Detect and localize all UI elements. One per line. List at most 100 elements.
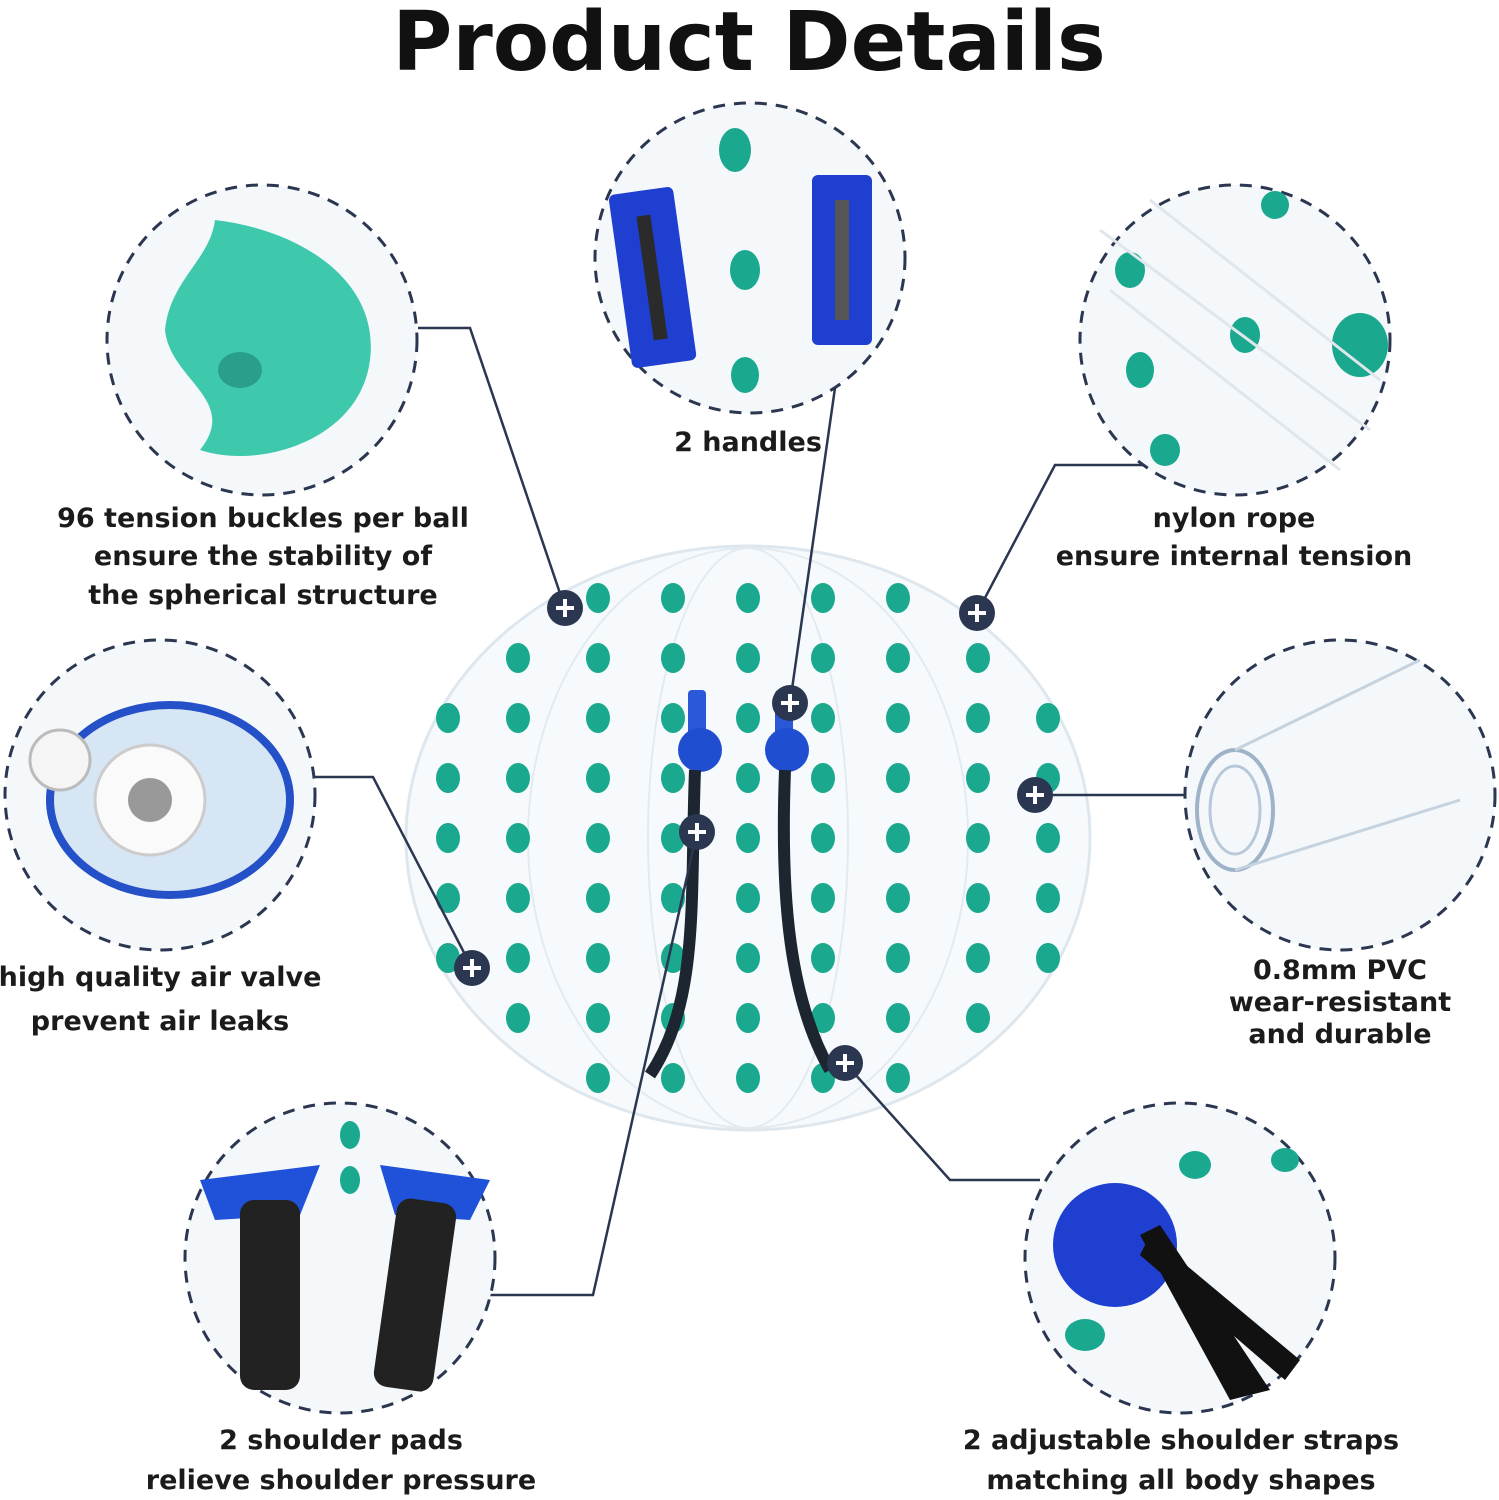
- buckle-dot: [436, 823, 460, 853]
- buckle-dot: [886, 763, 910, 793]
- buckle-dot: [661, 703, 685, 733]
- svg-text:nylon rope: nylon rope: [1153, 503, 1316, 534]
- buckle-dot: [811, 823, 835, 853]
- buckle-dot: [1036, 823, 1060, 853]
- buckle-dot: [736, 943, 760, 973]
- bubble-ball-image: [404, 544, 1092, 1132]
- leader-line: [788, 387, 837, 704]
- label-handles: 2 handles: [674, 427, 822, 458]
- buckle-dot: [886, 1063, 910, 1093]
- buckle-dot: [886, 823, 910, 853]
- buckle-dot: [506, 703, 530, 733]
- detail-circle-nylon-rope: [1078, 183, 1392, 497]
- buckle-dot: [436, 943, 460, 973]
- detail-circle-shoulder-pads: [183, 1101, 497, 1415]
- buckle-dot: [586, 643, 610, 673]
- buckle-dot: [811, 943, 835, 973]
- label-air-valve: high quality air valve prevent air leaks: [0, 962, 321, 1037]
- buckle-dot: [811, 583, 835, 613]
- buckle-dot: [811, 643, 835, 673]
- buckle-dot: [811, 763, 835, 793]
- buckle-dot: [966, 643, 990, 673]
- buckle-dot: [436, 883, 460, 913]
- buckle-dot: [586, 1003, 610, 1033]
- buckle-dot: [736, 703, 760, 733]
- svg-text:prevent air leaks: prevent air leaks: [31, 1006, 289, 1037]
- buckle-dot: [736, 883, 760, 913]
- buckle-dot: [1036, 943, 1060, 973]
- buckle-dot: [1036, 703, 1060, 733]
- buckle-dot: [506, 943, 530, 973]
- svg-text:ensure internal tension: ensure internal tension: [1056, 541, 1413, 572]
- label-tension-buckles: 96 tension buckles per ball ensure the s…: [57, 503, 469, 611]
- label-nylon-rope: nylon rope ensure internal tension: [1056, 503, 1413, 572]
- buckle-dot: [966, 763, 990, 793]
- svg-text:96 tension buckles per ball: 96 tension buckles per ball: [57, 503, 469, 534]
- buckle-dot: [436, 763, 460, 793]
- buckle-dot: [586, 943, 610, 973]
- svg-text:matching all body shapes: matching all body shapes: [986, 1465, 1375, 1496]
- leader-line: [315, 775, 474, 969]
- buckle-dot: [506, 1003, 530, 1033]
- svg-text:ensure the stability of: ensure the stability of: [94, 541, 432, 572]
- buckle-dot: [586, 883, 610, 913]
- label-shoulder-straps: 2 adjustable shoulder straps matching al…: [963, 1425, 1399, 1496]
- buckle-dot: [736, 1063, 760, 1093]
- buckle-dot: [886, 643, 910, 673]
- buckle-dot: [661, 643, 685, 673]
- buckle-dot: [586, 703, 610, 733]
- buckle-dot: [811, 883, 835, 913]
- buckle-dot: [736, 1003, 760, 1033]
- detail-circle-shoulder-straps: [1023, 1101, 1337, 1415]
- buckle-dot: [736, 643, 760, 673]
- buckle-dot: [1036, 883, 1060, 913]
- plus-marker-icon: [1017, 777, 1053, 813]
- svg-text:2 adjustable shoulder straps: 2 adjustable shoulder straps: [963, 1425, 1399, 1456]
- svg-text:high quality air valve: high quality air valve: [0, 962, 321, 993]
- buckle-dot: [661, 823, 685, 853]
- svg-text:relieve shoulder pressure: relieve shoulder pressure: [146, 1465, 536, 1496]
- buckle-dot: [506, 763, 530, 793]
- svg-text:the spherical structure: the spherical structure: [88, 580, 438, 611]
- buckle-dot: [436, 703, 460, 733]
- buckle-dot: [736, 583, 760, 613]
- buckle-dot: [506, 643, 530, 673]
- page-title: Product Details: [392, 0, 1106, 90]
- label-shoulder-pads: 2 shoulder pads relieve shoulder pressur…: [146, 1425, 536, 1496]
- plus-marker-icon: [959, 595, 995, 631]
- buckle-dot: [886, 703, 910, 733]
- leader-line: [490, 831, 699, 1297]
- buckle-dot: [966, 823, 990, 853]
- buckle-dot: [811, 1003, 835, 1033]
- buckle-dot: [886, 583, 910, 613]
- buckle-dot: [661, 1063, 685, 1093]
- buckle-dot: [586, 823, 610, 853]
- plus-marker-icon: [454, 950, 490, 986]
- buckle-dot: [661, 763, 685, 793]
- buckle-dot: [586, 763, 610, 793]
- buckle-dot: [966, 943, 990, 973]
- svg-text:and durable: and durable: [1248, 1019, 1431, 1050]
- buckle-dot: [586, 583, 610, 613]
- buckle-dot: [661, 583, 685, 613]
- buckle-dot: [886, 883, 910, 913]
- buckle-dot: [966, 1003, 990, 1033]
- buckle-dot: [736, 823, 760, 853]
- svg-text:0.8mm PVC: 0.8mm PVC: [1253, 955, 1427, 986]
- buckle-dot: [886, 943, 910, 973]
- buckle-dot: [661, 883, 685, 913]
- buckle-dot: [811, 703, 835, 733]
- buckle-dot: [586, 1063, 610, 1093]
- leader-line: [844, 1062, 1040, 1182]
- plus-marker-icon: [679, 814, 715, 850]
- buckle-dot: [886, 1003, 910, 1033]
- buckle-dot: [966, 703, 990, 733]
- plus-marker-icon: [827, 1045, 863, 1081]
- detail-circle-tension-buckle: [105, 183, 419, 497]
- detail-circle-pvc: [1183, 638, 1497, 952]
- detail-circle-air-valve: [3, 638, 317, 952]
- detail-circle-handles: [593, 101, 907, 415]
- plus-marker-icon: [547, 590, 583, 626]
- label-pvc: 0.8mm PVC wear-resistant and durable: [1229, 955, 1451, 1050]
